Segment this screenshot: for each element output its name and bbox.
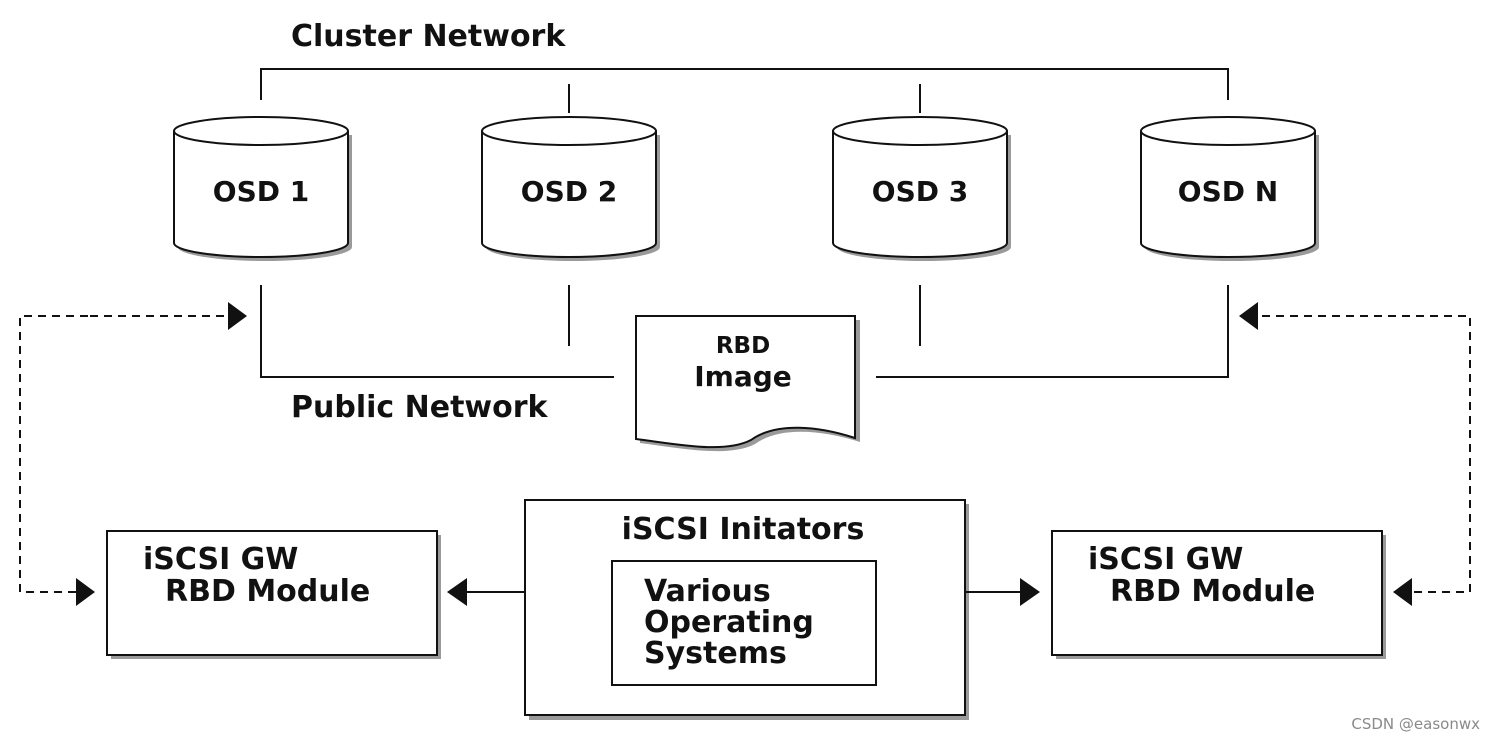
- public-network: [260, 285, 1229, 378]
- right-solid-arrowhead: [1020, 578, 1040, 606]
- left-dashed-arrowhead-top: [228, 302, 247, 330]
- right-dashed-arrowhead-top: [1239, 302, 1258, 330]
- left-dashed-arrowhead-bottom: [76, 578, 95, 606]
- operating-systems-box: [611, 560, 877, 686]
- osd-3: OSD 3: [832, 116, 1011, 261]
- right-gateway-box: iSCSI GW RBD Module: [1051, 530, 1386, 659]
- left-gateway-line2: RBD Module: [165, 574, 370, 609]
- right-dashed-arrowhead-bottom: [1393, 578, 1412, 606]
- left-solid-arrowhead: [447, 578, 467, 606]
- cluster-network-label: Cluster Network: [291, 19, 566, 54]
- osd-n: OSD N: [1140, 116, 1319, 261]
- osd-2: OSD 2: [481, 116, 660, 261]
- watermark: CSDN @easonwx: [1351, 715, 1480, 733]
- rbd-image-line1: RBD: [716, 333, 770, 359]
- initiators-title: iSCSI Initators: [622, 512, 865, 547]
- left-gateway-line1: iSCSI GW: [143, 542, 298, 577]
- osd-2-label: OSD 2: [521, 175, 617, 208]
- right-gateway-line2: RBD Module: [1110, 574, 1315, 609]
- osd-1: OSD 1: [173, 116, 352, 261]
- osd-3-label: OSD 3: [872, 175, 968, 208]
- osd-n-label: OSD N: [1178, 175, 1278, 208]
- right-dashed-link: [1260, 315, 1471, 593]
- left-dashed-link: [19, 315, 90, 593]
- initiators-box: iSCSI Initators Various Operating System…: [524, 499, 969, 720]
- right-gateway-line1: iSCSI GW: [1088, 542, 1243, 577]
- left-gateway-box: iSCSI GW RBD Module: [106, 530, 441, 659]
- rbd-image-document: RBD Image: [635, 315, 860, 452]
- public-network-label: Public Network: [291, 390, 549, 425]
- os-line-2: Operating: [644, 605, 814, 640]
- os-line-3: Systems: [644, 636, 787, 671]
- cluster-network: [260, 68, 1229, 113]
- osd-1-label: OSD 1: [213, 175, 309, 208]
- os-line-1: Various: [644, 574, 771, 609]
- rbd-image-line2: Image: [694, 360, 792, 393]
